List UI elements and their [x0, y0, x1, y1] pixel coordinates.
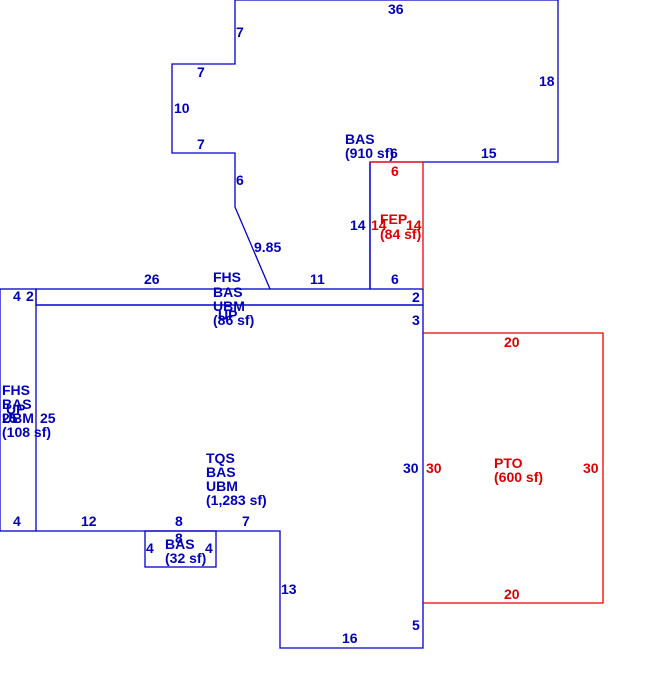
dim-30-pto-left: 30: [426, 460, 442, 476]
pto-outline: [423, 332, 604, 604]
dimension-labels-blue: 36 18 7 7 10 7 6 9.85 15 6 14 6 26 11 4 …: [2, 1, 555, 646]
dim-16: 16: [342, 630, 358, 646]
fep-name: FEP: [380, 211, 407, 227]
dimension-labels-red: 6 14 14 20 20 30 30: [371, 163, 599, 602]
dim-4: 4: [13, 288, 21, 304]
dim-26: 26: [144, 271, 160, 287]
pto-size: (600 sf): [494, 469, 543, 485]
dim-2-left: 2: [26, 288, 34, 304]
area-labels-blue: BAS (910 sf) FHS BAS UBM UP (86 sf) FHS …: [2, 131, 394, 566]
dim-10: 10: [174, 100, 190, 116]
dim-5: 5: [412, 617, 420, 633]
dim-4-bottom: 4: [13, 513, 21, 529]
dim-4-small-right: 4: [205, 540, 213, 556]
dim-6-fep-bot: 6: [391, 271, 399, 287]
fep-size: (84 sf): [380, 226, 421, 242]
dim-4-small-left: 4: [146, 540, 154, 556]
dim-6-bas: 6: [390, 145, 398, 161]
dim-7-bottom: 7: [242, 513, 250, 529]
bas-small-outline: [144, 530, 217, 568]
dim-6a: 6: [236, 172, 244, 188]
blue-outlines: [0, 0, 559, 649]
fhs-strip-l3: UBM: [213, 298, 245, 314]
fhs-strip-l4: UP: [218, 307, 237, 323]
dim-7c: 7: [197, 136, 205, 152]
fep-outline: [370, 161, 424, 289]
bas-small-name: BAS: [165, 536, 195, 552]
fhs-strip-size: (86 sf): [213, 312, 254, 328]
fhs-left-l1: FHS: [2, 382, 30, 398]
dim-2-right: 2: [412, 289, 420, 305]
red-outlines: [370, 161, 604, 604]
bas-small-size: (32 sf): [165, 550, 206, 566]
dim-7a: 7: [236, 24, 244, 40]
bas-main-name: BAS: [345, 131, 375, 147]
dim-14-fep-left: 14: [371, 217, 387, 233]
fhs-left-outline: [0, 288, 37, 532]
area-labels-red: FEP (84 sf) PTO (600 sf): [380, 211, 543, 485]
dim-25b: 25: [40, 410, 56, 426]
pto-name: PTO: [494, 455, 523, 471]
dim-30-pto-right: 30: [583, 460, 599, 476]
dim-14-bas: 14: [350, 217, 366, 233]
dim-6-fep-top: 6: [391, 163, 399, 179]
fhs-left-size: (108 sf): [2, 424, 51, 440]
dim-30-tqs: 30: [403, 460, 419, 476]
tqs-l2: BAS: [206, 464, 236, 480]
bas-main-outline: [171, 0, 559, 290]
dim-13: 13: [281, 581, 297, 597]
dim-20-top: 20: [504, 334, 520, 350]
dim-12: 12: [81, 513, 97, 529]
tqs-l3: UBM: [206, 478, 238, 494]
fhs-strip-l1: FHS: [213, 269, 241, 285]
dim-11: 11: [310, 271, 325, 287]
dim-14-fep-right: 14: [406, 217, 422, 233]
fhs-strip-l2: BAS: [213, 284, 243, 300]
dim-985: 9.85: [254, 239, 281, 255]
fhs-left-l3: UBM: [2, 410, 34, 426]
dim-7b: 7: [197, 64, 205, 80]
tqs-l1: TQS: [206, 450, 235, 466]
tqs-size: (1,283 sf): [206, 492, 267, 508]
dim-8-small-bottom: 8: [175, 530, 183, 546]
bas-main-size: (910 sf): [345, 145, 394, 161]
dim-25a: 25: [2, 410, 18, 426]
dim-top-36: 36: [388, 1, 404, 17]
dim-3: 3: [412, 312, 420, 328]
dim-8: 8: [175, 513, 183, 529]
fhs-left-l4: UP: [6, 401, 25, 417]
tqs-outline: [36, 304, 424, 649]
dim-20-bottom: 20: [504, 586, 520, 602]
dim-right-18: 18: [539, 73, 555, 89]
dim-15: 15: [481, 145, 497, 161]
fhs-left-l2: BAS: [2, 396, 32, 412]
